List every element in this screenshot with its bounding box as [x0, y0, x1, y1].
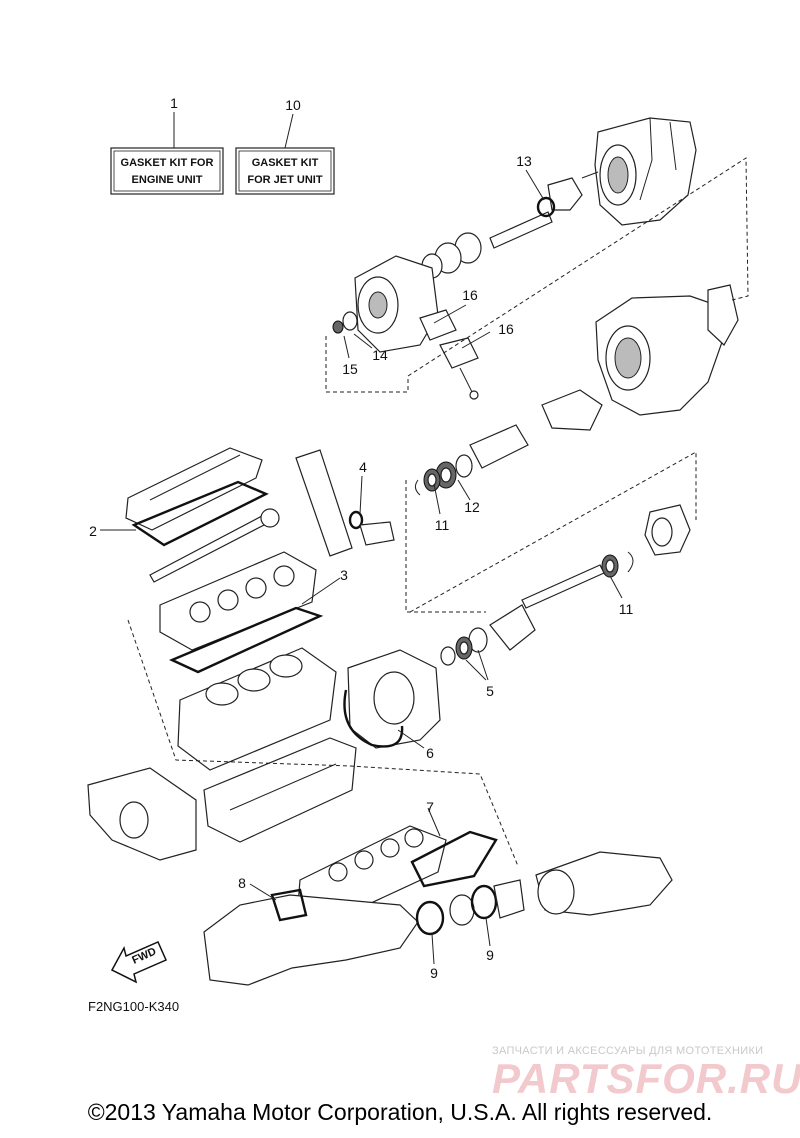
camshaft	[149, 449, 353, 583]
callout-8: 8	[238, 875, 246, 891]
leader-lines	[100, 112, 623, 965]
callout-16b: 16	[498, 321, 514, 337]
jet-tube-and-bearings	[414, 389, 603, 496]
kit-box-engine-line2: ENGINE UNIT	[132, 174, 203, 186]
crankcase	[203, 737, 357, 843]
callout-16a: 16	[462, 287, 478, 303]
cylinder-head	[159, 551, 324, 674]
callout-1: 1	[170, 95, 178, 111]
kit-box-engine-line1: GASKET KIT FOR	[121, 157, 214, 169]
callout-5: 5	[486, 683, 494, 699]
cylinder-head-cover	[125, 447, 269, 547]
callout-13: 13	[516, 153, 532, 169]
watermark-tagline: ЗАПЧАСТИ И АКСЕССУАРЫ ДЛЯ МОТОТЕХНИКИ	[492, 1045, 764, 1057]
tensioner	[348, 510, 395, 546]
callout-10: 10	[285, 97, 301, 113]
cylinder-block	[177, 647, 337, 771]
kit-box-jet-unit: GASKET KIT FOR JET UNIT	[235, 147, 335, 195]
front-cover	[87, 767, 197, 861]
exhaust-pipe	[203, 888, 419, 986]
duct-cover-gaskets	[419, 309, 479, 400]
callout-11a: 11	[435, 517, 450, 533]
callout-7: 7	[426, 799, 434, 815]
callout-4: 4	[359, 459, 367, 475]
callout-9a: 9	[430, 965, 438, 981]
water-lock-hose	[535, 851, 673, 916]
generator-cover	[343, 649, 441, 749]
jet-nozzle-housing	[594, 117, 697, 226]
callout-12: 12	[464, 499, 480, 515]
drive-shaft	[440, 564, 605, 666]
callout-14: 14	[372, 347, 388, 363]
watermark-logo: PARTSFOR.RU	[492, 1055, 800, 1102]
exhaust-gaskets-9	[415, 879, 525, 936]
kit-box-engine-unit: GASKET KIT FOR ENGINE UNIT	[110, 147, 224, 195]
callout-15: 15	[342, 361, 358, 377]
callout-6: 6	[426, 745, 434, 761]
exhaust-manifold	[297, 825, 498, 923]
fwd-arrow-icon: FWD	[110, 941, 167, 984]
callout-3: 3	[340, 567, 348, 583]
copyright-notice: ©2013 Yamaha Motor Corporation, U.S.A. A…	[87, 1099, 713, 1125]
impeller-shaft-assembly	[421, 171, 599, 279]
callout-labels: 1 10 13 16 16 14 15 4 2 3 11 12 11 5 6 7…	[89, 95, 633, 981]
pump-housing	[332, 255, 439, 353]
dashed-group-lines	[127, 157, 749, 867]
callout-11b: 11	[619, 601, 634, 617]
diagram-code: F2NG100-K340	[88, 999, 179, 1014]
kit-box-jet-line2: FOR JET UNIT	[247, 174, 322, 186]
kit-box-jet-line1: GASKET KIT	[252, 157, 319, 169]
callout-9b: 9	[486, 947, 494, 963]
bearing-housing-11	[601, 504, 691, 578]
callout-2: 2	[89, 523, 97, 539]
intermediate-housing	[595, 284, 739, 416]
